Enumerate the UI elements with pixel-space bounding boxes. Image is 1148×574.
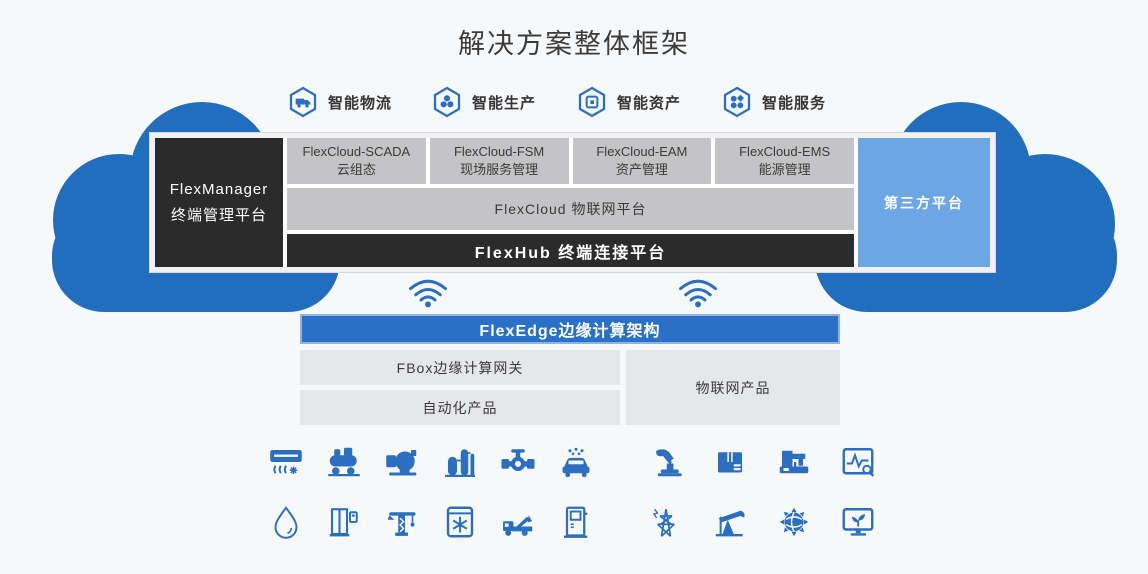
pipe-valve-icon	[500, 443, 536, 481]
logistics-truck-icon	[287, 85, 319, 119]
automation-products-box: 自动化产品	[300, 390, 620, 425]
smart-assets-icon	[576, 85, 608, 119]
crane-truck-icon	[500, 503, 536, 541]
service-label: 智能服务	[762, 94, 827, 112]
oil-pumpjack-icon	[712, 503, 748, 541]
air-compressor-icon	[326, 443, 362, 481]
app-name: FlexCloud-EAM	[596, 144, 688, 159]
app-flexcloud-ems: FlexCloud-EMS 能源管理	[715, 138, 854, 184]
device-icons-row-2	[268, 503, 876, 541]
water-drop-icon	[268, 503, 304, 541]
power-tower-icon	[648, 503, 684, 541]
gear-globe-icon	[776, 503, 812, 541]
service-smart-logistics: 智能物流	[287, 85, 392, 119]
cloud-platform-frame: FlexManager 终端管理平台 FlexCloud-SCADA 云组态 F…	[149, 132, 996, 273]
iot-products-box: 物联网产品	[626, 350, 840, 425]
elevator-icon	[326, 503, 362, 541]
chemical-tank-icon	[442, 443, 478, 481]
app-flexcloud-scada: FlexCloud-SCADA 云组态	[287, 138, 426, 184]
app-subtitle: 能源管理	[758, 162, 811, 177]
flexmanager-box: FlexManager 终端管理平台	[155, 138, 283, 267]
app-flexcloud-eam: FlexCloud-EAM 资产管理	[572, 138, 712, 184]
robot-arm-icon	[648, 443, 684, 481]
flexmanager-name: FlexManager	[169, 180, 269, 198]
app-subtitle: 资产管理	[615, 162, 668, 177]
device-icons-row-1	[268, 443, 876, 481]
app-name: FlexCloud-EMS	[739, 144, 831, 159]
app-name: FlexCloud-SCADA	[302, 144, 411, 159]
service-smart-services: 智能服务	[721, 85, 826, 119]
third-party-platform-box: 第三方平台	[858, 138, 990, 267]
app-subtitle: 云组态	[336, 162, 376, 177]
smart-production-icon	[431, 85, 463, 119]
tower-crane-icon	[384, 503, 420, 541]
app-subtitle: 现场服务管理	[460, 162, 539, 177]
service-label: 智能生产	[472, 94, 537, 112]
pump-icon	[384, 443, 420, 481]
machine-tool-icon	[776, 443, 812, 481]
smart-agriculture-icon	[840, 503, 876, 541]
fbox-gateway-box: FBox边缘计算网关	[300, 350, 620, 385]
car-wash-icon	[558, 443, 594, 481]
service-smart-assets: 智能资产	[576, 85, 681, 119]
air-conditioner-icon	[268, 443, 304, 481]
flexmanager-subtitle: 终端管理平台	[170, 206, 267, 224]
monitor-diagnostics-icon	[840, 443, 876, 481]
service-label: 智能物流	[328, 94, 393, 112]
flexcloud-apps-row: FlexCloud-SCADA 云组态 FlexCloud-FSM 现场服务管理…	[287, 138, 854, 184]
app-name: FlexCloud-FSM	[453, 144, 545, 159]
cold-storage-icon	[442, 503, 478, 541]
page-title: 解决方案整体框架	[458, 29, 690, 59]
app-flexcloud-fsm: FlexCloud-FSM 现场服务管理	[429, 138, 569, 184]
smart-services-icon	[721, 85, 753, 119]
flexcloud-iot-platform-bar: FlexCloud 物联网平台	[287, 188, 854, 230]
service-label: 智能资产	[617, 94, 682, 112]
packing-box-icon	[712, 443, 748, 481]
flexedge-header-bar: FlexEdge边缘计算架构	[300, 314, 840, 344]
flexhub-bar: FlexHub 终端连接平台	[287, 234, 854, 267]
charging-kiosk-icon	[558, 503, 594, 541]
service-smart-production: 智能生产	[431, 85, 536, 119]
wifi-icon	[407, 277, 449, 309]
wifi-icon	[677, 277, 719, 309]
